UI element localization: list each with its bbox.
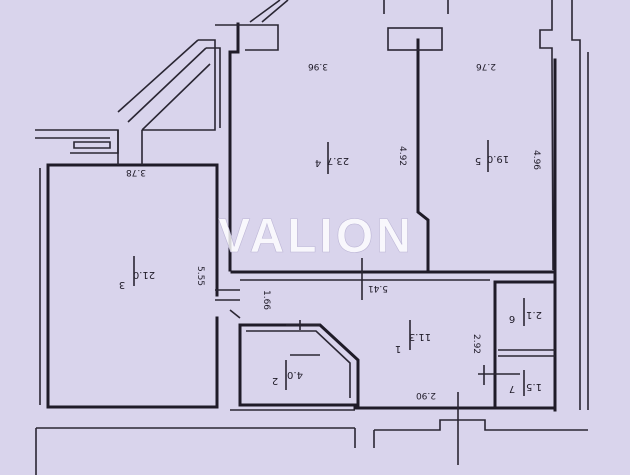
room-area: 21.0 — [133, 269, 155, 280]
room-area: 4.0 — [287, 369, 303, 380]
room-7-label: 7 1.5 — [509, 370, 542, 396]
room-area: 19.0 — [487, 153, 509, 164]
room-6-label: 6 2.1 — [509, 298, 542, 326]
dimension-label: 2.92 — [471, 334, 481, 354]
room-2-label: 2 4.0 — [272, 360, 303, 390]
room-area: 1.5 — [526, 381, 542, 392]
room-5-label: 5 19.0 — [475, 140, 509, 172]
dimension-label: 3.96 — [308, 61, 328, 71]
room-number: 1 — [395, 343, 401, 354]
room-number: 3 — [119, 279, 125, 290]
room-area: 11.3 — [409, 331, 431, 342]
room-4-label: 4 23.7 — [315, 142, 349, 174]
room-3-label: 3 21.0 — [119, 256, 155, 290]
dimension-label: 3.78 — [126, 167, 146, 177]
watermark: VALION — [218, 210, 414, 263]
dimension-label: 2.90 — [416, 390, 436, 400]
walls — [35, 0, 589, 475]
dimension-label: 1.66 — [261, 290, 271, 310]
dimension-label: 5.41 — [368, 283, 388, 293]
room-area: 2.1 — [526, 309, 542, 320]
dimensions: 3.96 2.76 3.78 4.92 4.96 5.55 1.66 5.41 … — [126, 61, 541, 400]
room-area: 23.7 — [327, 155, 349, 166]
dimension-label: 5.55 — [195, 266, 205, 286]
room-number: 4 — [315, 157, 321, 168]
room-number: 5 — [475, 155, 481, 166]
dimension-label: 4.96 — [531, 150, 541, 170]
room-number: 2 — [272, 375, 278, 386]
room-number: 7 — [509, 383, 515, 394]
dimension-label: 4.92 — [397, 146, 407, 166]
dimension-label: 2.76 — [476, 61, 496, 71]
room-number: 6 — [509, 313, 515, 324]
room-1-label: 1 11.3 — [395, 320, 431, 354]
